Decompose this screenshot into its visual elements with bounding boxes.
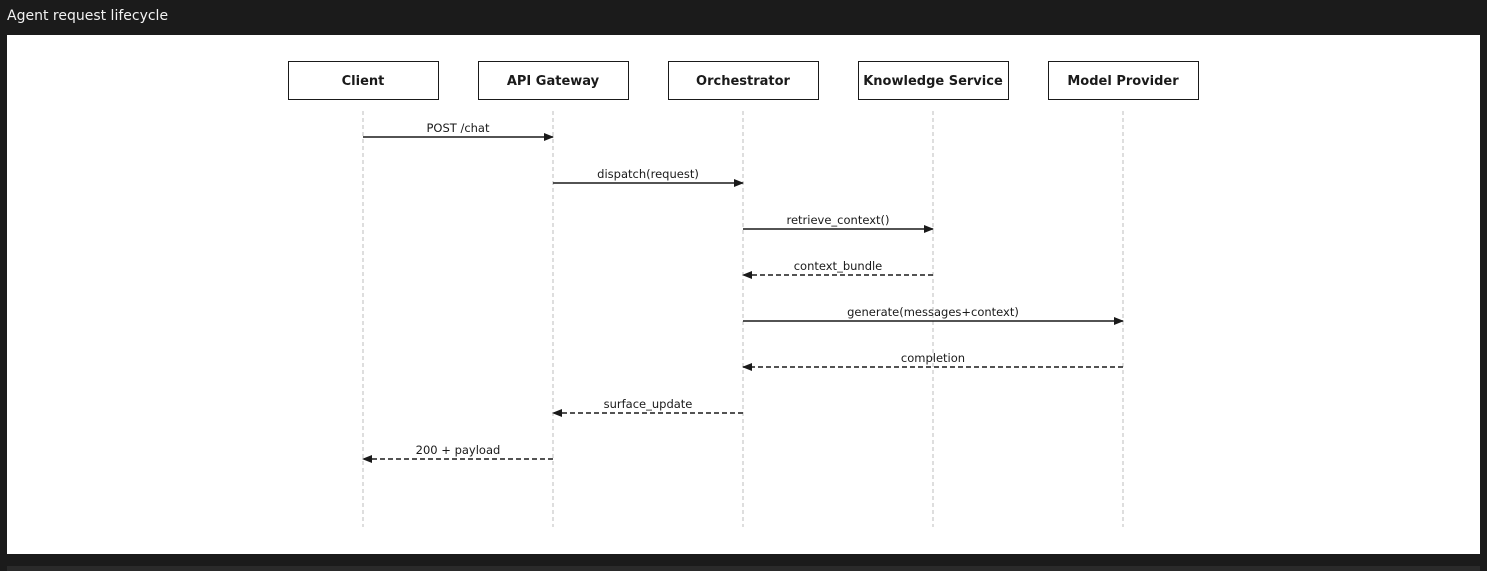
participant-label: Model Provider <box>1067 74 1179 89</box>
participant-client: Client <box>288 61 439 100</box>
participant-knowledge: Knowledge Service <box>858 61 1009 100</box>
participant-box <box>288 61 439 100</box>
message-label: retrieve_context() <box>786 213 889 227</box>
bottom-strip <box>7 566 1480 571</box>
message-6: completion <box>742 351 1123 371</box>
participant-box <box>1048 61 1199 100</box>
message-5: generate(messages+context) <box>743 305 1124 325</box>
participant-gateway: API Gateway <box>478 61 629 100</box>
diagram-canvas: Client API Gateway Orchestrator Knowledge S… <box>7 35 1480 554</box>
participant-orchestrator: Orchestrator <box>668 61 819 100</box>
message-4: context_bundle <box>742 259 933 279</box>
message-7: surface_update <box>552 397 743 417</box>
message-8: 200 + payload <box>362 443 553 463</box>
message-2: dispatch(request) <box>553 167 744 187</box>
participant-box <box>858 61 1009 100</box>
participant-label: Orchestrator <box>696 74 791 89</box>
message-label: 200 + payload <box>416 443 501 457</box>
sequence-diagram: Client API Gateway Orchestrator Knowledge S… <box>288 61 1199 527</box>
message-label: surface_update <box>604 397 693 411</box>
participant-label: Knowledge Service <box>863 74 1003 89</box>
participant-label: API Gateway <box>507 74 600 89</box>
message-label: dispatch(request) <box>597 167 699 181</box>
window-title: Agent request lifecycle <box>7 8 169 24</box>
message-label: context_bundle <box>794 259 883 273</box>
participant-model: Model Provider <box>1048 61 1199 100</box>
title-bar: Agent request lifecycle <box>0 0 1487 35</box>
participant-box <box>668 61 819 100</box>
message-3: retrieve_context() <box>743 213 934 233</box>
participant-box <box>478 61 629 100</box>
message-label: completion <box>901 351 965 365</box>
message-label: POST /chat <box>426 121 489 135</box>
message-1: POST /chat <box>363 121 554 141</box>
message-label: generate(messages+context) <box>847 305 1019 319</box>
participant-label: Client <box>342 74 385 89</box>
